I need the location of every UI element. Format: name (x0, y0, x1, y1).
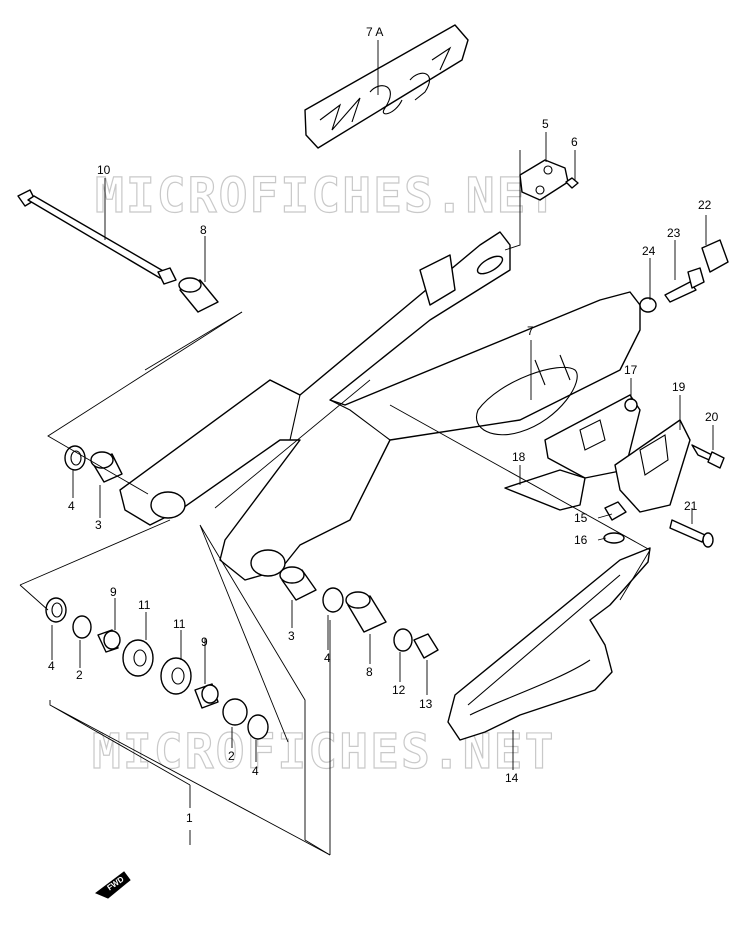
callout-22: 22 (698, 198, 712, 212)
bolt-23 (664, 267, 705, 303)
watermark-top: MICROFICHES.NET (95, 168, 558, 224)
forward-direction-arrow: FWD (95, 871, 131, 899)
bolt-20 (691, 444, 725, 469)
callout-8-bottom: 8 (366, 665, 373, 679)
callout-19: 19 (672, 380, 686, 394)
swingarm-body (119, 231, 641, 581)
callout-4-left: 4 (48, 659, 55, 673)
nut-13 (413, 633, 439, 659)
decal-7a (304, 24, 469, 149)
collar-8-bottom (345, 591, 387, 633)
callout-12: 12 (392, 683, 406, 697)
bolt-21 (669, 519, 714, 548)
callout-18: 18 (512, 450, 526, 464)
callout-7a: 7 A (366, 25, 383, 39)
callout-1: 1 (186, 811, 193, 825)
bolt-6 (565, 177, 579, 189)
collar-8-top (178, 277, 219, 313)
callout-8-top: 8 (200, 223, 207, 237)
washer-12 (393, 628, 413, 652)
callout-16: 16 (574, 533, 588, 547)
oil-seal-4c (247, 714, 269, 740)
nut-24 (639, 297, 657, 313)
leader-lines (19, 40, 714, 856)
callout-4-center: 4 (252, 764, 259, 778)
oil-seal-4b (45, 597, 67, 623)
callout-13: 13 (419, 697, 433, 711)
callout-9-center: 9 (201, 635, 208, 649)
callout-3-left: 3 (95, 518, 102, 532)
callout-21: 21 (684, 499, 698, 513)
callout-3-right: 3 (288, 629, 295, 643)
bracket-5 (519, 159, 569, 201)
callout-2-left: 2 (76, 668, 83, 682)
chain-buffer-14 (447, 547, 651, 741)
bearing-3a (90, 451, 123, 483)
spacer-2a (72, 615, 92, 639)
callout-2-center: 2 (228, 749, 235, 763)
callout-17: 17 (624, 363, 638, 377)
callout-10: 10 (97, 163, 111, 177)
callout-14: 14 (505, 771, 519, 785)
bearing-3b (279, 566, 317, 601)
bushing-9b (194, 683, 219, 709)
callout-15: 15 (574, 511, 588, 525)
callout-4-right: 4 (324, 651, 331, 665)
washer-16 (603, 532, 625, 544)
callout-9-left: 9 (110, 585, 117, 599)
bushing-11a (122, 639, 154, 677)
oil-seal-4a (64, 445, 86, 471)
callout-24: 24 (642, 244, 656, 258)
callout-20: 20 (705, 410, 719, 424)
callout-23: 23 (667, 226, 681, 240)
bushing-9a (97, 629, 121, 653)
callout-6: 6 (571, 135, 578, 149)
watermark-bottom: MICROFICHES.NET (92, 724, 555, 780)
pivot-shaft-10 (17, 189, 177, 285)
callout-7: 7 (527, 324, 534, 338)
nut-22 (701, 239, 729, 273)
callout-4-upper: 4 (68, 499, 75, 513)
bushing-11b (160, 657, 192, 695)
spacer-2b (222, 698, 248, 726)
callout-11-center: 11 (173, 617, 186, 631)
guide-18 (504, 469, 586, 511)
callout-5: 5 (542, 117, 549, 131)
oil-seal-4d (322, 587, 344, 613)
bolt-15 (604, 501, 627, 521)
callout-11-left: 11 (138, 598, 151, 612)
